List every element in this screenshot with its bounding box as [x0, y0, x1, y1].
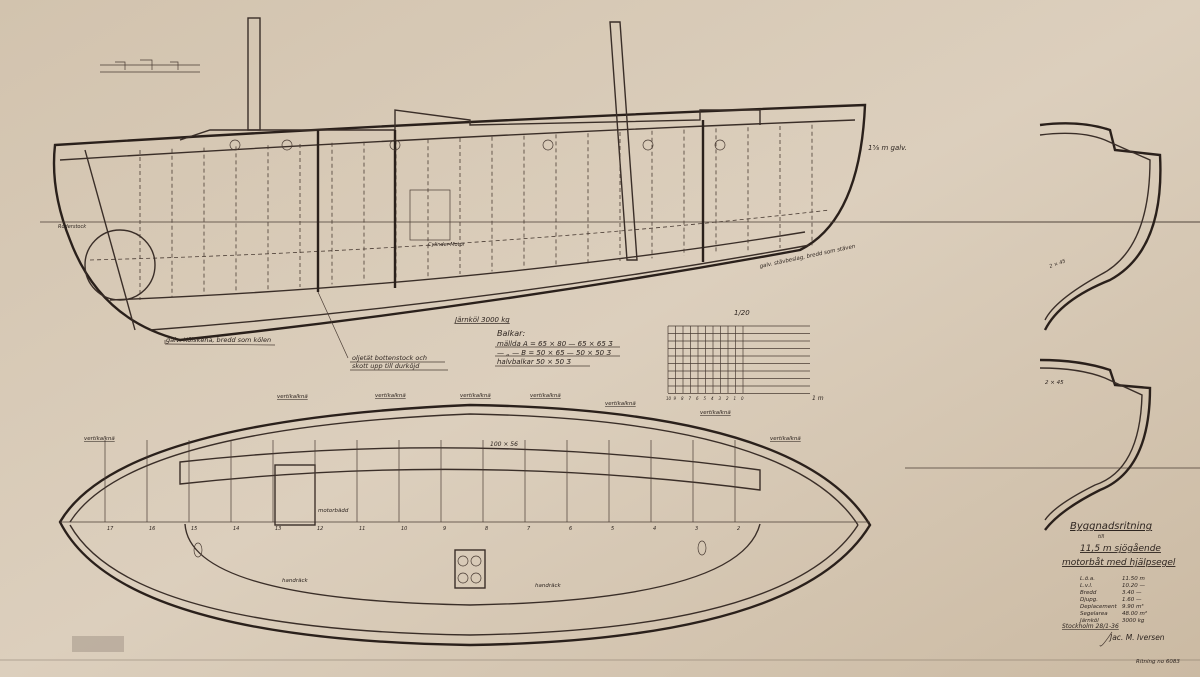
frame-number: 10 [401, 526, 407, 532]
drawing-subtitle: 11,5 m sjögående [1080, 543, 1161, 554]
engine-label: Cylinder-Motor [428, 242, 466, 248]
scale-tick: 3 [719, 396, 722, 401]
spec-label: Djupg. [1080, 597, 1098, 603]
beams-table: Balkar: mällda A = 65 × 80 — 65 × 65 Ʒ —… [495, 329, 620, 367]
spec-value: 48.00 m² [1122, 610, 1148, 617]
frame-number: 5 [611, 526, 614, 532]
spec-label: L.ö.a. [1080, 576, 1095, 582]
scale-ratio: 1/20 [734, 309, 750, 317]
spec-label: Segelarea [1080, 611, 1108, 617]
scale-tick: 6 [696, 396, 699, 401]
scale-tick: 1 [734, 396, 737, 401]
scale-tick: 9 [674, 396, 677, 401]
scale-tick: 7 [689, 396, 692, 401]
frame-number: 17 [107, 526, 114, 532]
spec-value: 11.50 m [1122, 576, 1145, 582]
knee-label: vertikalknä [460, 393, 491, 399]
knee-label: vertikalknä [605, 401, 636, 407]
title-block: Byggnadsritning till 11,5 m sjögående mo… [1062, 521, 1180, 665]
porthole [281, 139, 293, 151]
keel-band-label: galv. Kölskena, bredd som kölen [166, 336, 271, 344]
scale-tick: 0 [741, 396, 744, 401]
floor-label: oljetät bottenstock och [352, 354, 427, 362]
section-label-upper: 2 × 45 [1049, 258, 1067, 269]
drawing-number: Ritning no 6083 [1136, 659, 1180, 665]
frame-number: 11 [359, 526, 365, 532]
beams-row-a: mällda A = 65 × 80 — 65 × 65 Ʒ [497, 340, 613, 348]
section-label-lower: 2 × 45 [1045, 380, 1064, 386]
knee-label: vertikalknä [84, 436, 115, 442]
beams-title: Balkar: [497, 329, 525, 338]
frame-number: 2 [737, 526, 740, 532]
frame-number: 14 [233, 526, 239, 532]
deck-label-2: handräck [535, 583, 561, 589]
scale-unit: 1 m [812, 395, 824, 402]
beam-size-label: 100 × 56 [490, 441, 518, 448]
frame-number: 3 [695, 526, 698, 532]
frame-number: 16 [149, 526, 155, 532]
knee-label: vertikalknä [375, 393, 406, 399]
frame-number: 13 [275, 526, 281, 532]
porthole [714, 139, 726, 151]
keel-label: Järnköl 3000 kg [453, 316, 510, 324]
scale-tick: 10 [666, 396, 672, 401]
rail-label: 1⅝ m galv. [868, 144, 907, 152]
porthole [229, 139, 241, 151]
porthole [642, 139, 654, 151]
scale-tick: 8 [681, 396, 684, 401]
frame-number: 4 [653, 526, 656, 532]
spec-value: 3.40 — [1122, 590, 1142, 596]
midship-sections: 2 × 45 2 × 45 [880, 122, 1200, 531]
frame-number: 7 [527, 526, 531, 532]
beams-row-b: — „ — B = 50 × 65 — 50 × 50 Ʒ [497, 349, 611, 357]
rudder-label: Roderstock [58, 224, 87, 230]
archive-stamp [72, 636, 124, 652]
knee-label: vertikalknä [700, 410, 731, 416]
spec-value: 10.20 — [1122, 583, 1145, 589]
spec-label: Deplacement [1080, 604, 1118, 610]
porthole [389, 139, 401, 151]
motorbed-label: motorbädd [318, 508, 349, 514]
frame-number: 8 [485, 526, 488, 532]
spec-label: L.v.l. [1080, 583, 1093, 589]
beams-row-half: halvbalkar 50 × 50 Ʒ [497, 358, 571, 366]
deck-label: handräck [282, 578, 308, 584]
scale-tick: 4 [711, 396, 714, 401]
spec-value: 3000 kg [1122, 618, 1145, 624]
knee-label: vertikalknä [770, 436, 801, 442]
spec-label: Bredd [1080, 590, 1097, 596]
frame-number: 15 [191, 526, 197, 532]
frame-number: 9 [443, 526, 446, 532]
drawing-title: Byggnadsritning [1070, 521, 1152, 532]
drawing-subtitle-2: motorbåt med hjälpsegel [1062, 557, 1176, 568]
frame-number: 12 [317, 526, 323, 532]
signature: Jac. M. Iversen [1108, 633, 1165, 642]
spec-value: 9.90 m³ [1122, 603, 1144, 610]
porthole [542, 139, 554, 151]
place-date: Stockholm 28/1-36 [1062, 623, 1119, 630]
frame-number: 6 [569, 526, 572, 532]
spec-label: Järnköl [1079, 618, 1099, 624]
title-till: till [1098, 534, 1105, 540]
spec-value: 1.60 — [1122, 597, 1142, 603]
scale-tick: 5 [704, 396, 707, 401]
knee-label: vertikalknä [277, 394, 308, 400]
floor-label-2: skott upp till durköjd [352, 362, 420, 370]
knee-label: vertikalknä [530, 393, 561, 399]
scale-tick: 2 [726, 396, 729, 401]
